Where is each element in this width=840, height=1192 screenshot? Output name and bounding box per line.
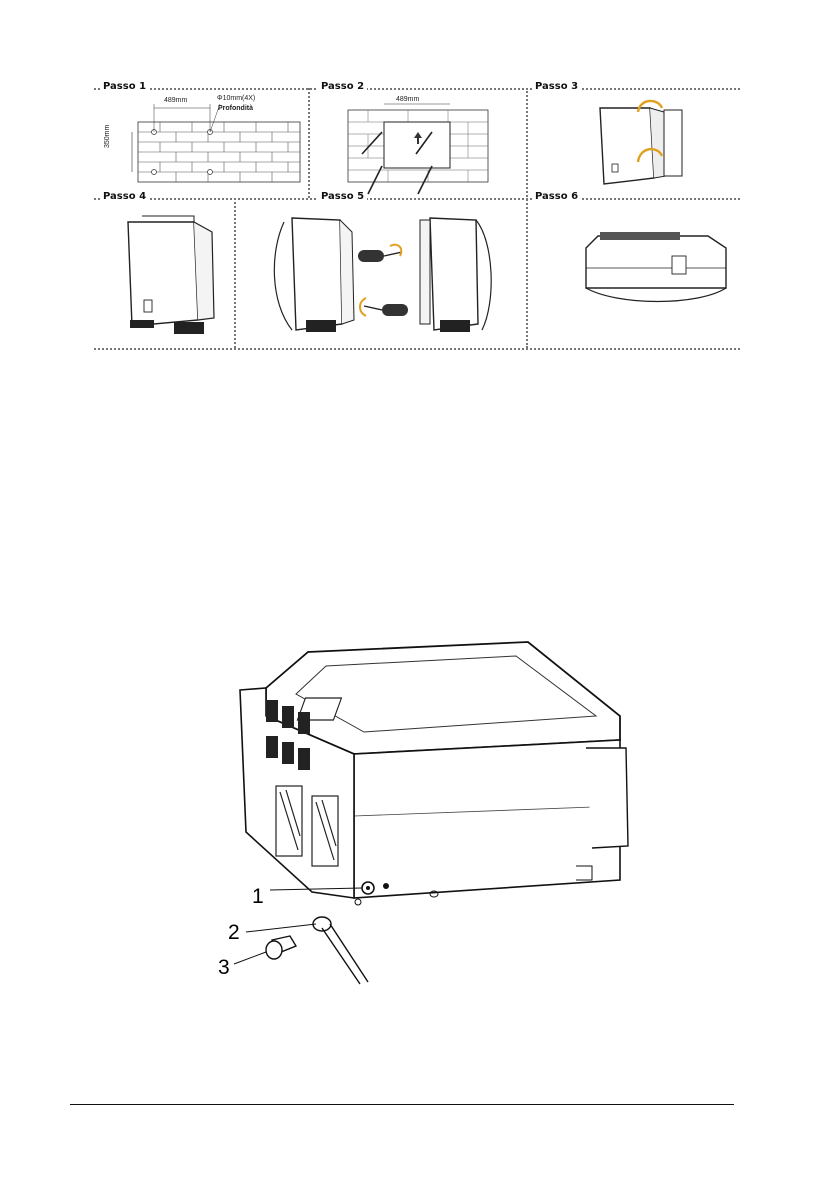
callout-1: 1 <box>252 885 264 909</box>
step-3-hang-inverter-illustration <box>594 98 690 190</box>
step-1-brick-wall-illustration <box>138 122 300 182</box>
step-4-title: Passo 4 <box>100 191 149 202</box>
step-2-horizontal-dimension: 489mm <box>396 96 419 103</box>
grid-divider-3 <box>234 198 236 348</box>
step-5-fasten-screws-illustration <box>270 212 524 340</box>
step-3-title: Passo 3 <box>532 81 581 92</box>
inverter-grounding-illustration <box>236 636 636 992</box>
step-4-mounted-inverter-illustration <box>124 212 224 336</box>
footer-rule <box>70 1104 734 1105</box>
step-1-vertical-dimension: 350mm <box>104 125 111 148</box>
grid-divider-2 <box>526 88 528 348</box>
step-6-title: Passo 6 <box>532 191 581 202</box>
step-1-horizontal-dimension: 489mm <box>164 97 187 104</box>
callout-2: 2 <box>228 921 240 945</box>
grid-mid-line <box>94 198 740 200</box>
grid-top-line <box>94 88 740 90</box>
step-2-title: Passo 2 <box>318 81 367 92</box>
step-2-bracket-illustration <box>348 110 488 194</box>
step-1-depth-note: Profondità <box>218 105 253 112</box>
grid-divider-1 <box>308 88 310 198</box>
callout-3: 3 <box>218 956 230 980</box>
step-1-title: Passo 1 <box>100 81 149 92</box>
step-6-horizontal-inverter-illustration <box>578 228 734 308</box>
installation-steps-grid: Passo 1 Passo 2 Passo 3 Passo 4 Passo 5 … <box>94 84 740 350</box>
grid-bottom-line <box>94 348 740 350</box>
step-1-hole-note: Φ10mm(4X) <box>217 95 255 102</box>
